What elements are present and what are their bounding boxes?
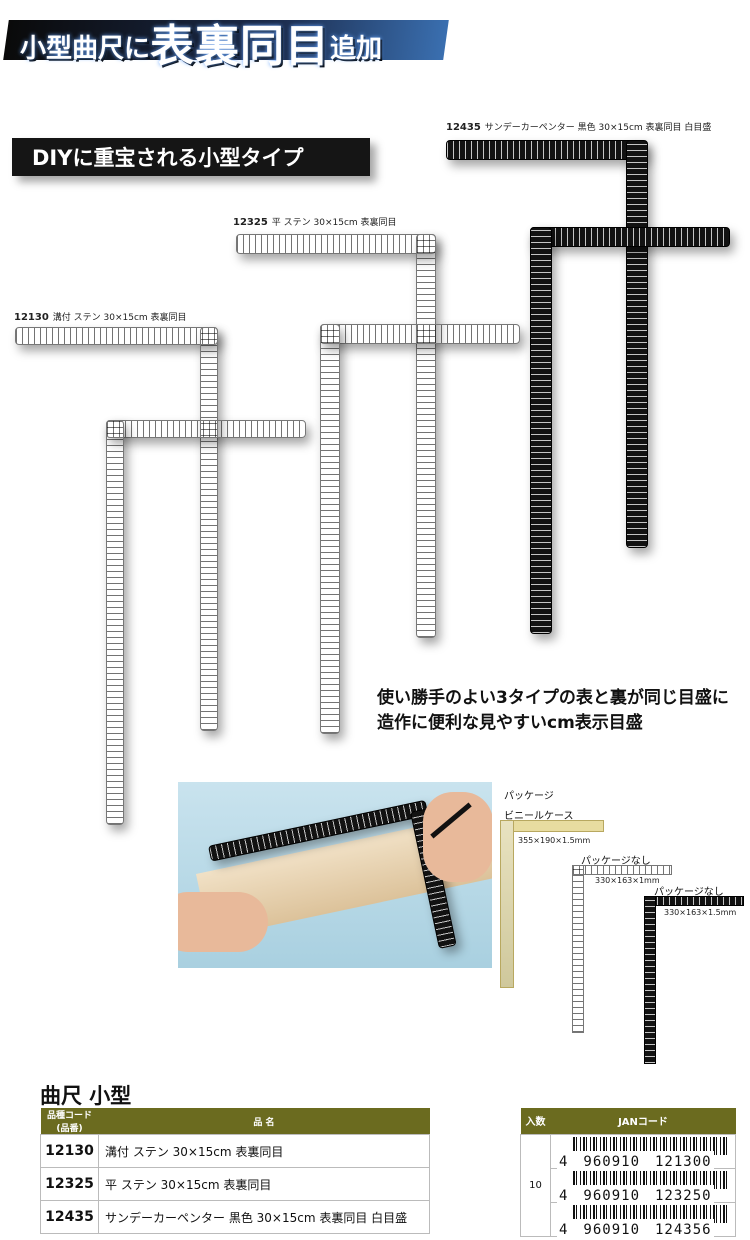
package-2-dim: 330×163×1mm	[595, 876, 660, 885]
jan-cell: 4 960910 124356	[550, 1201, 736, 1239]
header-qty: 入数	[520, 1108, 551, 1134]
jan-number: 4 960910 124356	[557, 1218, 714, 1239]
jan-number: 4 960910 123250	[557, 1184, 714, 1205]
feature-text: 使い勝手のよい3タイプの表と裏が同じ目盛に 造作に便利な見やすいcm表示目盛	[377, 686, 729, 736]
table-row: 10 4 960910 121300	[520, 1133, 736, 1237]
feature-line-2: 造作に便利な見やすいcm表示目盛	[377, 713, 643, 733]
feature-line-1: 使い勝手のよい3タイプの表と裏が同じ目盛に	[377, 688, 729, 708]
ruler-12130-back-blade	[106, 420, 306, 438]
caption-text: 平 ステン 30×15cm 表裏同目	[271, 218, 397, 228]
jan-table: 入数 JANコード 10 4 960910 121300 4 960910 12…	[520, 1108, 736, 1239]
banner-text-part3: 追加	[330, 34, 383, 64]
barcode	[573, 1136, 729, 1155]
header-name: 品 名	[98, 1108, 430, 1135]
ruler-12130-front-tongue	[200, 327, 218, 731]
jan-cell: 4 960910 121300	[550, 1133, 736, 1171]
package-2-tongue	[572, 865, 584, 1033]
caption-text: 溝付 ステン 30×15cm 表裏同目	[52, 313, 187, 323]
caption-code: 12325	[233, 217, 268, 228]
caption-text: サンデーカーペンター 黒色 30×15cm 表裏同目 白目盛	[484, 123, 712, 133]
ruler-12325-back-tongue	[320, 324, 340, 734]
ruler-12435-back-tongue	[530, 227, 552, 634]
row-code: 12130	[40, 1134, 99, 1168]
row-code: 12325	[40, 1167, 99, 1201]
product-title: 曲尺 小型	[40, 1084, 132, 1108]
table-row: 12130 溝付 ステン 30×15cm 表裏同目	[40, 1134, 430, 1168]
package-3-label: パッケージなし	[654, 887, 724, 898]
row-code: 12435	[40, 1200, 99, 1234]
barcode	[573, 1204, 729, 1223]
package-3-dim: 330×163×1.5mm	[664, 908, 737, 917]
qty-cell: 10	[520, 1133, 551, 1237]
package-2-blade	[572, 865, 672, 875]
table-row: 4 960910 124356	[521, 1201, 736, 1239]
jan-cell: 4 960910 123250	[550, 1167, 736, 1205]
row-name: 溝付 ステン 30×15cm 表裏同目	[98, 1134, 430, 1168]
ruler-12435-front-blade	[446, 140, 646, 160]
barcode	[573, 1170, 729, 1189]
ruler-12325-front-tongue	[416, 234, 436, 638]
header-code: 品種コード(品番)	[40, 1108, 99, 1135]
jan-number: 4 960910 121300	[557, 1150, 714, 1171]
ruler-12435-front-tongue	[626, 140, 648, 548]
package-1-label1: パッケージ	[504, 791, 554, 802]
usage-photo	[178, 782, 492, 968]
package-1-blade	[500, 820, 604, 832]
ruler-12325-back-blade	[320, 324, 520, 344]
ruler-12130-front-blade	[15, 327, 218, 345]
package-2-label: パッケージなし	[581, 856, 651, 867]
package-1-label2: ビニールケース	[504, 811, 574, 822]
header-jan: JANコード	[550, 1108, 736, 1134]
row-name: サンデーカーペンター 黒色 30×15cm 表裏同目 白目盛	[98, 1200, 430, 1234]
jan-table-header: 入数 JANコード	[520, 1108, 736, 1134]
diy-heading: DIYに重宝される小型タイプ	[12, 138, 370, 176]
banner-text-part2: 表裏同目	[150, 21, 331, 72]
package-3-blade	[644, 896, 744, 906]
banner-text: 小型曲尺に表裏同目追加	[20, 6, 383, 72]
ruler-12130-back-tongue	[106, 420, 124, 825]
package-1-dim: 355×190×1.5mm	[518, 836, 591, 845]
product-table-header: 品種コード(品番) 品 名	[40, 1108, 430, 1135]
banner-text-part1: 小型曲尺に	[20, 34, 151, 64]
package-3-tongue	[644, 896, 656, 1064]
row-name: 平 ステン 30×15cm 表裏同目	[98, 1167, 430, 1201]
table-row: 12435 サンデーカーペンター 黒色 30×15cm 表裏同目 白目盛	[40, 1200, 430, 1234]
left-hand	[178, 892, 268, 952]
caption-code: 12130	[14, 312, 49, 323]
table-row: 4 960910 123250	[521, 1167, 736, 1205]
ruler-12435-back-blade	[530, 227, 730, 247]
ruler-12325-front-blade	[236, 234, 436, 254]
product-table: 品種コード(品番) 品 名 12130 溝付 ステン 30×15cm 表裏同目 …	[40, 1108, 430, 1234]
caption-code: 12435	[446, 122, 481, 133]
package-1-tongue	[500, 820, 514, 988]
table-row: 12325 平 ステン 30×15cm 表裏同目	[40, 1167, 430, 1201]
